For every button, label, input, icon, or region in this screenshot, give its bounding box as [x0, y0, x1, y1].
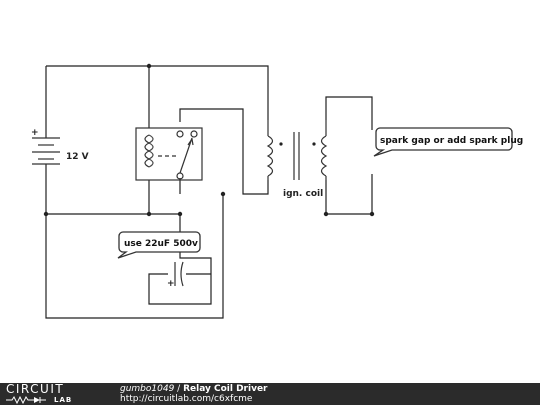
- note-spark-gap: spark gap or add spark plug: [373, 127, 523, 157]
- footer-bar: CIRCUIT LAB gumbo1049 / Relay Coil Drive…: [0, 383, 540, 405]
- logo-lab-text: LAB: [54, 395, 73, 404]
- wire-cap-loop: [148, 214, 212, 305]
- wire-secondary-top: [325, 96, 373, 130]
- coil-primary-winding: [266, 135, 274, 177]
- wire-secondary-bottom: [325, 174, 373, 215]
- ignition-coil-label: ign. coil: [283, 189, 323, 199]
- resistor-diode-icon: [6, 395, 46, 404]
- note-capacitor: use 22uF 500v: [117, 231, 201, 259]
- wire-top-rail: [46, 65, 269, 120]
- note-capacitor-text: use 22uF 500v: [124, 239, 198, 249]
- relay-contact-no: [190, 130, 198, 138]
- circuitlab-logo[interactable]: CIRCUIT LAB: [0, 383, 104, 405]
- capacitor: [174, 261, 184, 287]
- note-spark-gap-text: spark gap or add spark plug: [380, 136, 523, 146]
- coil-secondary-winding: [320, 135, 328, 177]
- circuit-meta: gumbo1049 / Relay Coil Driver http://cir…: [120, 384, 268, 404]
- logo-lab-row: LAB: [6, 395, 104, 404]
- junction-nodes: [43, 63, 375, 217]
- battery-voltage-label: 12 V: [66, 152, 89, 162]
- schematic-canvas: + 12 V ign. coil +: [31, 63, 523, 319]
- wire-switch-to-primary: [179, 108, 269, 195]
- relay: [135, 127, 203, 181]
- relay-contact-nc: [176, 130, 184, 138]
- battery-plus-sign: +: [31, 128, 39, 138]
- logo-circuit-text: CIRCUIT: [6, 382, 65, 396]
- byline-separator: /: [174, 384, 184, 394]
- relay-switch-blade: [179, 137, 193, 174]
- circuit-byline: gumbo1049 / Relay Coil Driver: [120, 384, 268, 394]
- schematic-svg: + 12 V ign. coil +: [31, 63, 523, 319]
- author-link[interactable]: gumbo1049: [120, 384, 175, 394]
- wire-battery-bottom: [45, 164, 224, 319]
- capacitor-plus-sign: +: [167, 279, 175, 289]
- ignition-coil: [266, 120, 328, 180]
- circuit-url[interactable]: http://circuitlab.com/c6xfcme: [120, 394, 253, 404]
- battery: [32, 137, 60, 165]
- circuit-title: Relay Coil Driver: [183, 384, 268, 394]
